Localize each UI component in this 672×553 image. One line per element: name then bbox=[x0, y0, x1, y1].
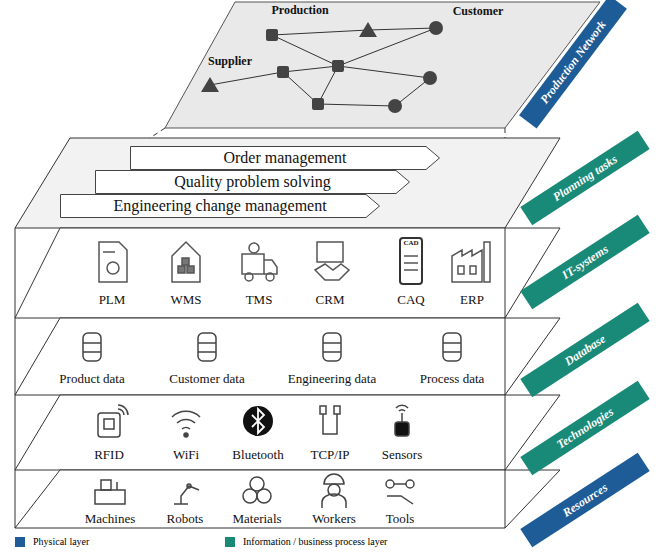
item-label: Robots bbox=[167, 512, 204, 525]
item-label: ERP bbox=[460, 293, 484, 306]
item-label: Tools bbox=[386, 512, 415, 525]
layer-title: Database bbox=[562, 331, 609, 369]
item-label: WiFi bbox=[173, 448, 199, 461]
item-label: Sensors bbox=[382, 448, 422, 461]
legend-text: Physical layer bbox=[33, 536, 89, 547]
item-label: Customer data bbox=[169, 372, 244, 385]
item-label: Workers bbox=[312, 512, 356, 525]
legend-item: Physical layer bbox=[15, 536, 89, 547]
layer-title: IT-systems bbox=[559, 241, 611, 282]
task-arrow: Order management bbox=[130, 146, 440, 170]
item-label: CRM bbox=[316, 293, 345, 306]
legend-swatch bbox=[225, 537, 235, 547]
item-label: Bluetooth bbox=[232, 448, 283, 461]
item-label: Materials bbox=[232, 512, 281, 525]
item-label: PLM bbox=[99, 293, 126, 306]
item-label: Engineering data bbox=[288, 372, 376, 385]
item-label: TMS bbox=[246, 293, 273, 306]
task-arrow: Engineering change management bbox=[60, 194, 380, 218]
task-name: Engineering change management bbox=[113, 197, 326, 215]
legend-text: Information / business process layer bbox=[243, 536, 387, 547]
item-label: CAQ bbox=[397, 293, 424, 306]
item-label: Supplier bbox=[208, 55, 252, 67]
item-label: RFID bbox=[94, 448, 124, 461]
layer-tab: Database bbox=[520, 303, 649, 398]
legend-item: Information / business process layer bbox=[225, 536, 387, 547]
layer-title: Technologies bbox=[554, 404, 617, 452]
item-label: Process data bbox=[420, 372, 485, 385]
layer-title: Resources bbox=[560, 480, 611, 520]
legend-swatch bbox=[15, 537, 25, 547]
item-label: Machines bbox=[85, 512, 136, 525]
item-label: TCP/IP bbox=[310, 448, 349, 461]
item-label: Customer bbox=[453, 5, 504, 17]
layer-title: Planning tasks bbox=[550, 152, 620, 205]
item-label: Production bbox=[271, 4, 328, 16]
task-arrow: Quality problem solving bbox=[95, 170, 410, 194]
item-label: Product data bbox=[59, 372, 124, 385]
item-label: WMS bbox=[170, 293, 201, 306]
task-name: Quality problem solving bbox=[174, 173, 330, 191]
task-name: Order management bbox=[223, 149, 346, 167]
item-label: CAD bbox=[403, 240, 418, 247]
